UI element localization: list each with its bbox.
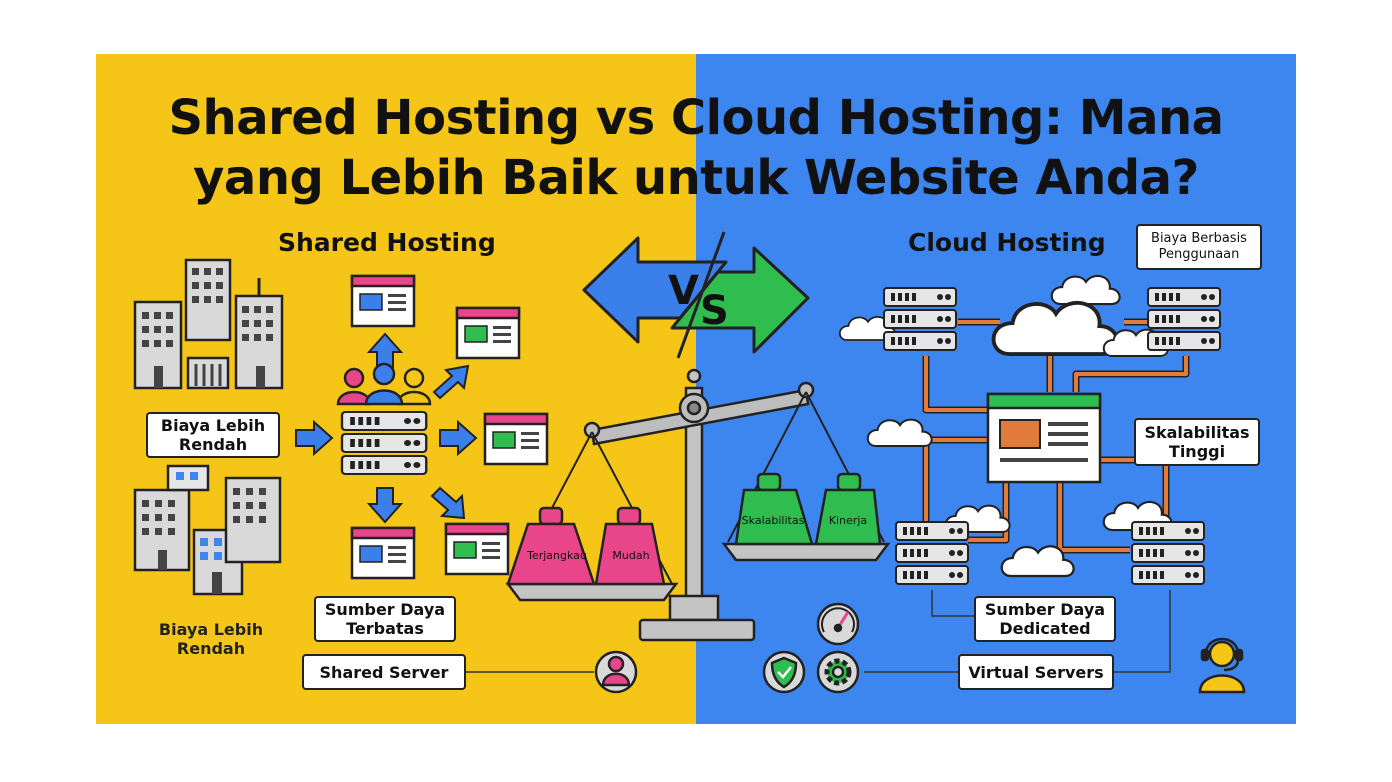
cloud-heading: Cloud Hosting <box>908 228 1106 257</box>
user-icon <box>594 650 638 694</box>
text-biaya-lebih-rendah: Biaya Lebih Rendah <box>158 620 264 658</box>
weight-mudah <box>594 506 666 586</box>
vs-v-letter: V <box>668 268 699 314</box>
speedometer-icon <box>816 602 860 646</box>
label-biaya-lebih-rendah: Biaya Lebih Rendah <box>146 412 280 458</box>
weight-skalabilitas <box>734 472 814 546</box>
label-sumber-daya-dedicated: Sumber Daya Dedicated <box>974 596 1116 642</box>
shared-heading: Shared Hosting <box>278 228 496 257</box>
vs-s-letter: S <box>700 288 729 334</box>
weight-label-skalabilitas: Skalabilitas <box>742 514 805 527</box>
buildings-bottom-icon <box>133 464 282 596</box>
page-title: Shared Hosting vs Cloud Hosting: Mana ya… <box>96 88 1296 208</box>
users-group-icon <box>336 362 432 406</box>
shield-icon <box>762 650 806 694</box>
shared-website-icons <box>350 274 549 580</box>
weight-label-kinerja: Kinerja <box>829 514 867 527</box>
flow-arrows <box>295 332 478 524</box>
title-line-2: yang Lebih Baik untuk Website Anda? <box>193 150 1199 206</box>
label-virtual-servers: Virtual Servers <box>958 654 1114 690</box>
label-sumber-daya-terbatas: Sumber Daya Terbatas <box>314 596 456 642</box>
buildings-top-icon <box>133 258 284 390</box>
weight-label-terjangkau: Terjangkau <box>526 549 587 562</box>
label-skalabilitas-tinggi: Skalabilitas Tinggi <box>1134 418 1260 466</box>
balance-scale-icon <box>505 368 891 642</box>
label-shared-server: Shared Server <box>302 654 466 690</box>
weight-label-mudah: Mudah <box>612 549 649 562</box>
support-agent-icon <box>1198 637 1246 694</box>
vs-arrows-icon <box>582 231 810 359</box>
label-connectors <box>465 590 1171 673</box>
weight-terjangkau <box>506 506 596 586</box>
cloud-website-icon <box>986 392 1102 484</box>
shared-server-icon <box>342 412 426 474</box>
gear-icon <box>816 650 860 694</box>
title-line-1: Shared Hosting vs Cloud Hosting: Mana <box>168 90 1224 146</box>
label-biaya-berbasis-penggunaan: Biaya Berbasis Penggunaan <box>1136 224 1262 270</box>
weight-kinerja <box>814 472 882 546</box>
